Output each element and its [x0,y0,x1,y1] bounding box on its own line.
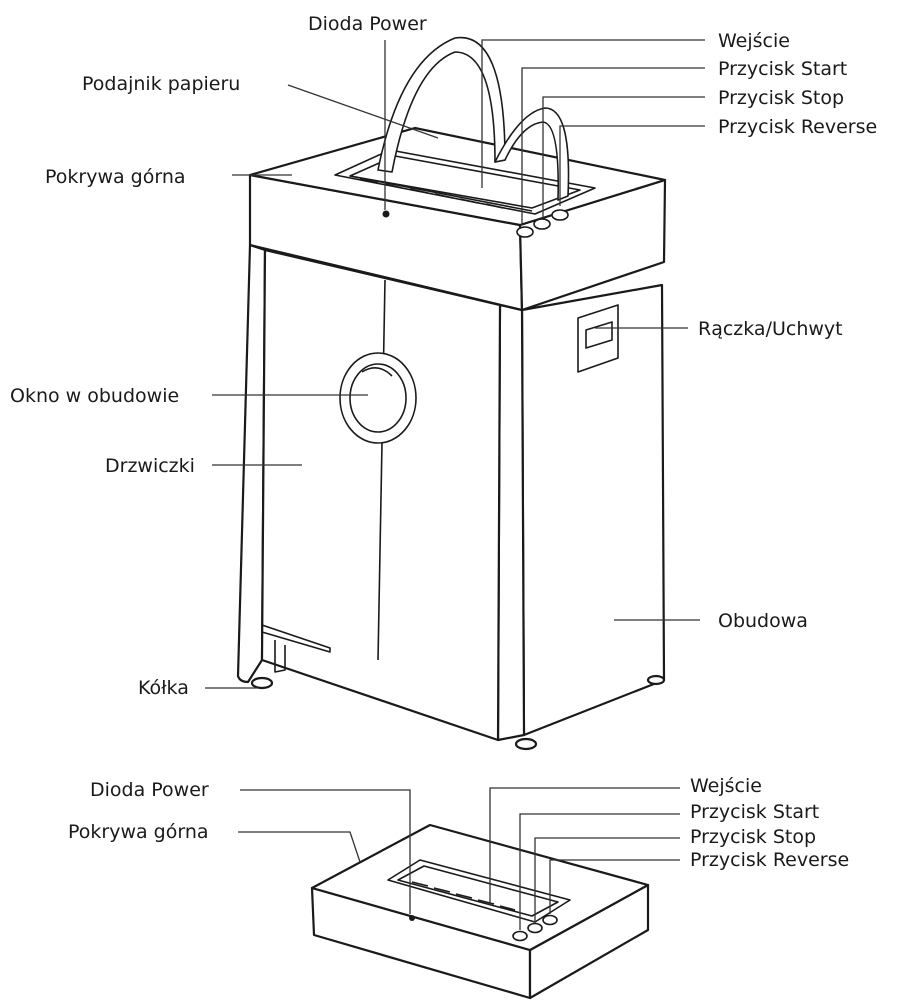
detail-label-top-cover: Pokrywa górna [68,821,209,843]
power-led [382,210,390,218]
label-stop-button: Przycisk Stop [718,87,844,109]
label-top-cover: Pokrywa górna [45,166,186,188]
wheel-front-left [250,676,274,690]
handle-recess [577,304,619,373]
label-housing: Obudowa [718,610,808,632]
control-buttons [516,209,569,238]
label-start-button: Przycisk Start [718,58,847,80]
door-split [377,279,386,661]
front-frame-right [496,303,526,742]
label-entry: Wejście [718,30,790,52]
detail-leaders [238,787,680,930]
wheel-back-right [646,674,666,686]
label-wheels: Kółka [138,677,189,699]
label-housing-window: Okno w obudowie [10,385,179,407]
detail-label-stop-button: Przycisk Stop [690,826,816,848]
label-reverse-button: Przycisk Reverse [718,116,877,138]
label-handle: Rączka/Uchwyt [698,318,843,340]
shredder-main [236,36,667,751]
front-frame-left [236,243,267,684]
main-leaders [205,39,705,689]
stop-button-shape [533,218,551,230]
label-paper-feed: Podajnik papieru [82,73,240,95]
detail-label-reverse-button: Przycisk Reverse [690,849,849,871]
detail-label-start-button: Przycisk Start [690,801,819,823]
detail-power-led [409,915,415,921]
wheel-front-right [514,737,538,751]
label-doors: Drzwiczki [105,455,195,477]
paper-sheet-right [494,107,570,201]
reverse-button-shape [551,209,569,221]
top-cover-detail [310,823,650,1000]
start-button-shape [516,226,534,238]
detail-label-power-led: Dioda Power [90,779,209,801]
detail-label-entry: Wejście [690,775,762,797]
housing-window [339,352,417,444]
label-power-led: Dioda Power [308,13,427,35]
